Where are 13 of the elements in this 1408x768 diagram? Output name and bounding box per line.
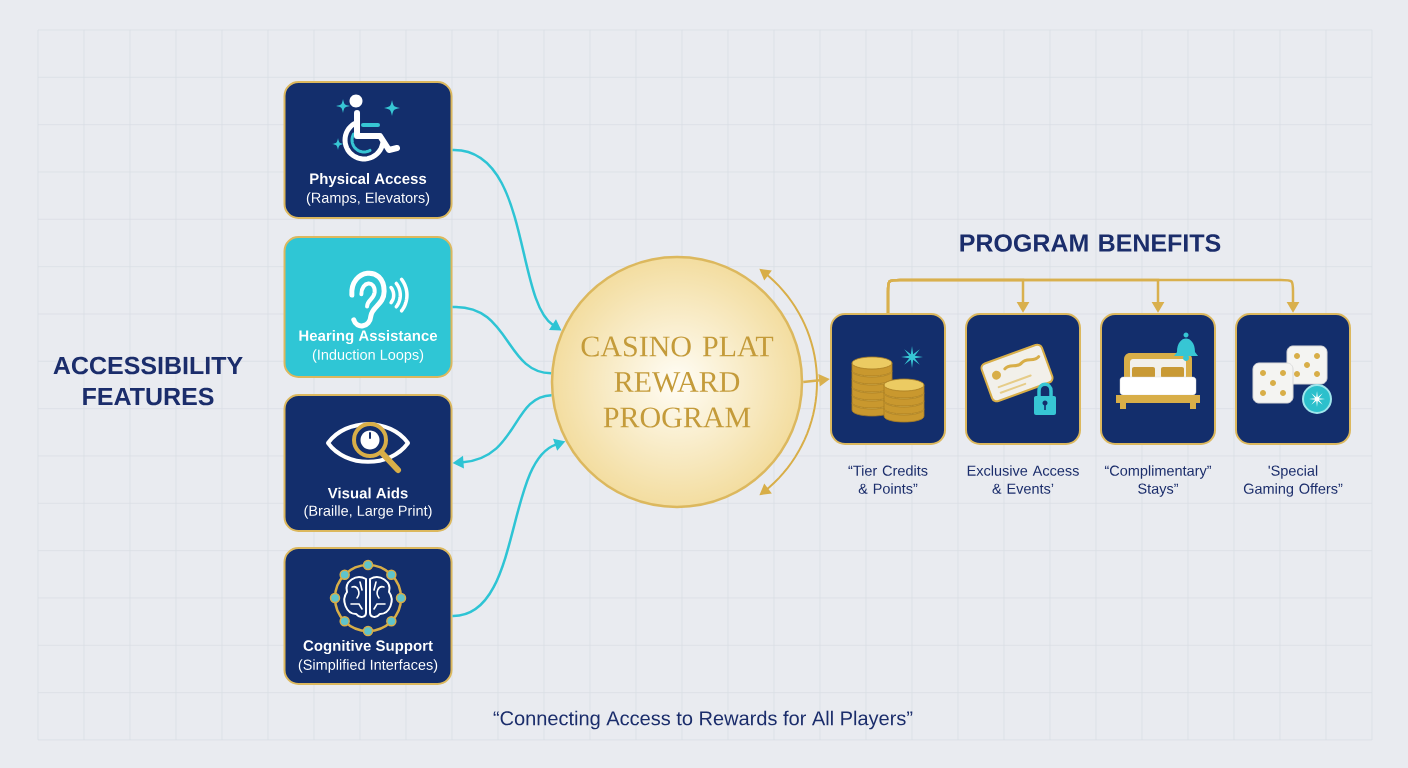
heading: PROGRAM BENEFITS: [960, 234, 1221, 252]
heading: ACCESSIBILITY FEATURES: [53, 356, 243, 406]
caption: “Connecting Access to Rewards for All Players”: [493, 710, 913, 730]
feature-box: Cognitive Support (Simplified Interfaces): [283, 547, 453, 685]
tile-caption: Exclusive Access & Events’: [967, 465, 1079, 494]
feature-box: Physical Access (Ramps, Elevators): [283, 81, 453, 219]
feature-box: Visual Aids (Braille, Large Print): [283, 394, 453, 532]
tile-caption: “Complimentary” Stays”: [1104, 465, 1212, 497]
feature-box: Hearing Assistance (Induction Loops): [283, 236, 453, 378]
connector-line: [452, 305, 552, 375]
tile-caption: 'Special Gaming Offers”: [1243, 465, 1343, 497]
tile-caption: “Tier Credits & Points”: [848, 465, 928, 494]
arrow: [886, 278, 1300, 313]
